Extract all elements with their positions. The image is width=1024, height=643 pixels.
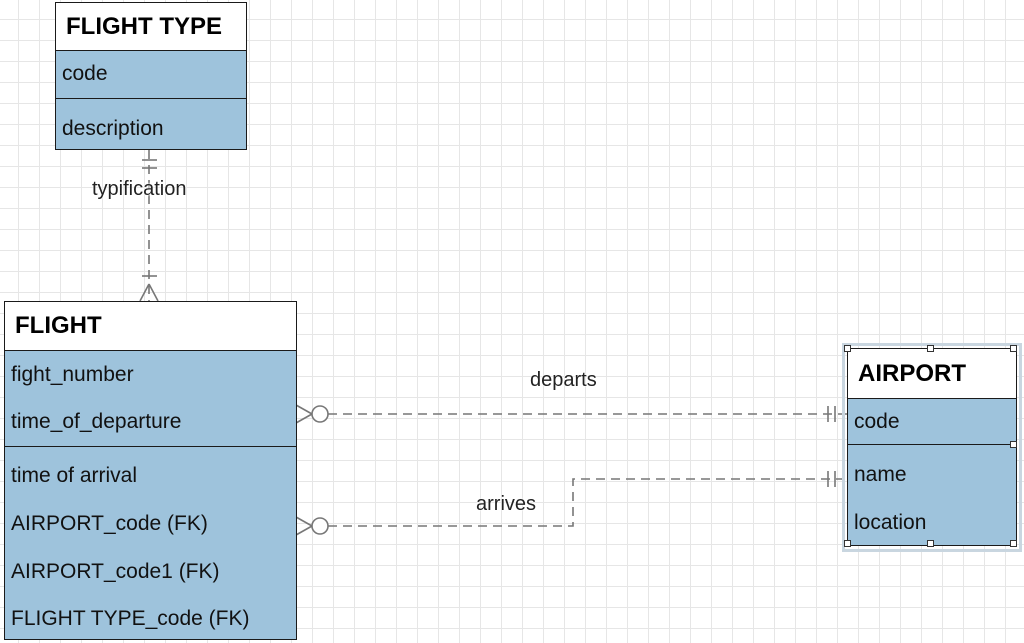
relationship-arrives-line[interactable] — [295, 471, 847, 536]
attribute-fight-number[interactable]: fight_number — [11, 363, 134, 386]
relationship-typification-line[interactable] — [139, 150, 159, 302]
entity-airport[interactable]: AIRPORT code name location — [847, 348, 1017, 546]
attribute-time-of-departure[interactable]: time_of_departure — [11, 410, 182, 433]
relationship-departs-line[interactable] — [295, 404, 847, 424]
resize-handle-top-right[interactable] — [1010, 345, 1017, 352]
attribute-location[interactable]: location — [854, 511, 927, 534]
resize-handle-right[interactable] — [1010, 441, 1017, 448]
entity-title: FLIGHT TYPE — [56, 3, 246, 51]
resize-handle-bottom-left[interactable] — [844, 540, 851, 547]
attribute-time-of-arrival[interactable]: time of arrival — [11, 464, 138, 487]
resize-handle-bottom-right[interactable] — [1010, 540, 1017, 547]
entity-title: AIRPORT — [848, 349, 1016, 399]
relationship-label-arrives[interactable]: arrives — [476, 493, 537, 515]
resize-handle-bottom[interactable] — [927, 540, 934, 547]
attribute-airport-code-fk[interactable]: AIRPORT_code (FK) — [11, 512, 208, 535]
attribute-description[interactable]: description — [62, 117, 164, 140]
relationship-label-departs[interactable]: departs — [530, 369, 597, 391]
attribute-name[interactable]: name — [854, 463, 907, 486]
attribute-airport-code1-fk[interactable]: AIRPORT_code1 (FK) — [11, 560, 220, 583]
entity-flight[interactable]: FLIGHT fight_number time_of_departure ti… — [4, 301, 297, 640]
attribute-code[interactable]: code — [854, 410, 900, 433]
entity-attribute-section: description — [56, 98, 246, 149]
entity-flight-type[interactable]: FLIGHT TYPE code description — [55, 2, 247, 150]
relationship-label-typification[interactable]: typification — [92, 178, 187, 200]
entity-key-section: code — [848, 399, 1016, 445]
entity-attribute-section: time of arrival AIRPORT_code (FK) AIRPOR… — [5, 446, 296, 639]
entity-key-section: fight_number time_of_departure — [5, 351, 296, 447]
entity-key-section: code — [56, 51, 246, 99]
entity-title: FLIGHT — [5, 302, 296, 351]
selection-frame — [842, 343, 1022, 552]
attribute-code[interactable]: code — [62, 62, 108, 85]
attribute-flight-type-code-fk[interactable]: FLIGHT TYPE_code (FK) — [11, 607, 250, 630]
resize-handle-top[interactable] — [927, 345, 934, 352]
resize-handle-top-left[interactable] — [844, 345, 851, 352]
entity-attribute-section: name location — [848, 444, 1016, 545]
